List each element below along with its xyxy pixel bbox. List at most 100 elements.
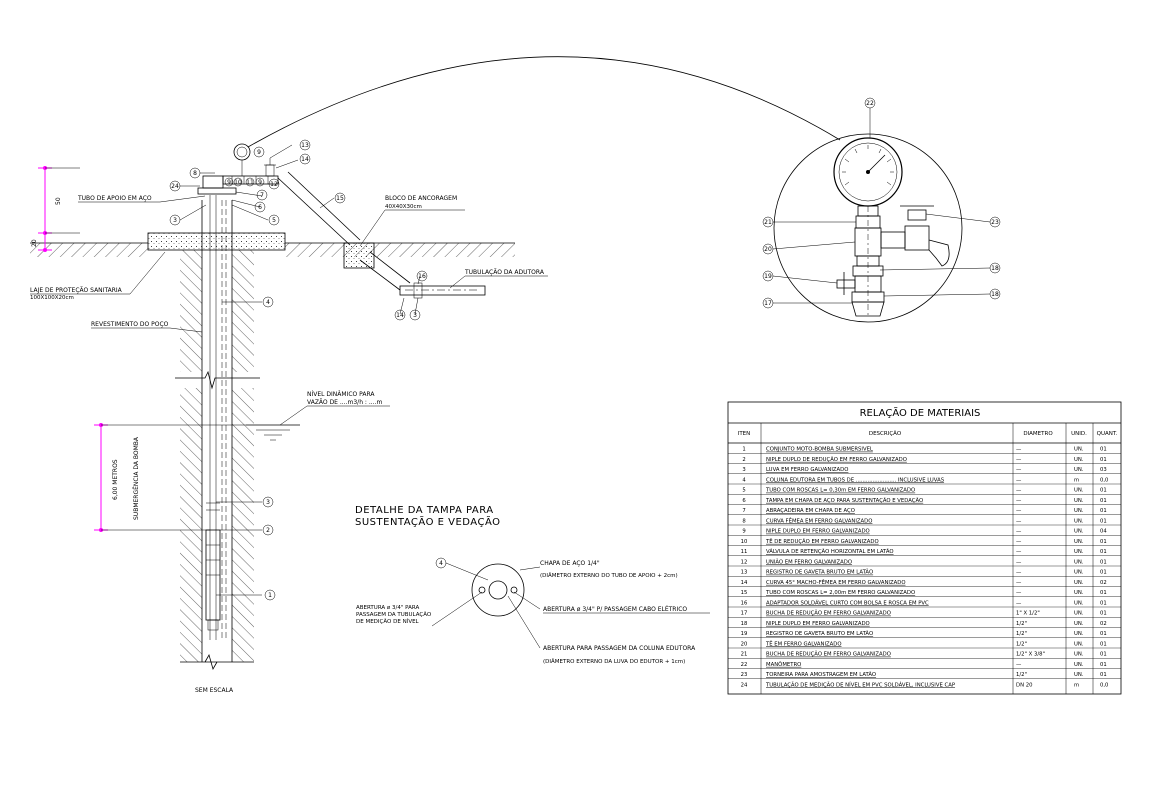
cell-quantity: 01 <box>1100 570 1107 576</box>
cell-diameter: — <box>1016 457 1022 463</box>
gauge-detail: 22 21 20 19 17 23 18 18 <box>762 97 1001 323</box>
table-title: RELAÇÃO DE MATERIAIS <box>860 406 981 419</box>
svg-text:3: 3 <box>266 499 270 506</box>
cell-unit: UN. <box>1074 570 1084 576</box>
label-adutora: TUBULAÇÃO DA ADUTORA <box>464 269 545 276</box>
cell-unit: UN. <box>1074 621 1084 627</box>
cell-description: NIPLE DUPLO EM FERRO GALVANIZADO <box>766 621 870 627</box>
detail-title-2: SUSTENTAÇÃO E VEDAÇÃO <box>355 515 500 528</box>
cell-diameter: — <box>1016 488 1022 494</box>
cell-unit: m <box>1074 477 1079 483</box>
well-section <box>30 56 841 671</box>
cell-diameter: — <box>1016 600 1022 606</box>
cell-unit: UN. <box>1074 467 1084 473</box>
svg-text:7: 7 <box>260 192 264 199</box>
cell-unit: UN. <box>1074 529 1084 535</box>
cell-unit: UN. <box>1074 498 1084 504</box>
label-sem-escala: SEM ESCALA <box>195 687 234 694</box>
svg-text:20: 20 <box>764 246 772 253</box>
cell-unit: UN. <box>1074 580 1084 586</box>
cell-item: 24 <box>741 682 748 688</box>
cell-item: 6 <box>742 498 746 504</box>
laje-slab <box>147 232 286 251</box>
cell-quantity: 03 <box>1100 467 1107 473</box>
cell-diameter: — <box>1016 467 1022 473</box>
cell-quantity: 01 <box>1100 559 1107 565</box>
svg-text:6: 6 <box>258 204 262 211</box>
cell-unit: UN. <box>1074 518 1084 524</box>
cell-diameter: — <box>1016 447 1022 453</box>
cell-description: NIPLE DUPLO DE REDUÇÃO EM FERRO GALVANIZ… <box>766 456 907 463</box>
cell-diameter: — <box>1016 518 1022 524</box>
svg-text:1: 1 <box>268 592 272 599</box>
cell-diameter: 1/2" <box>1016 641 1027 647</box>
svg-text:17: 17 <box>764 300 772 307</box>
svg-text:23: 23 <box>991 219 999 226</box>
materials-table: RELAÇÃO DE MATERIAIS ITEN DESCRIÇÃO DIAM… <box>727 401 1122 695</box>
svg-text:10: 10 <box>234 179 242 186</box>
cell-quantity: 01 <box>1100 457 1107 463</box>
cell-diameter: DN 20 <box>1016 682 1033 688</box>
label-tubo-apoio: TUBO DE APOIO EM AÇO <box>77 195 152 202</box>
cell-item: 4 <box>742 477 746 483</box>
cell-quantity: 01 <box>1100 641 1107 647</box>
cell-unit: UN. <box>1074 672 1084 678</box>
svg-text:40X40X30cm: 40X40X30cm <box>385 204 422 210</box>
cell-item: 2 <box>742 457 745 463</box>
cell-description: TÊ DE REDUÇÃO EM FERRO GALVANIZADO <box>765 537 879 545</box>
gauge-detail-circle <box>773 133 963 323</box>
cell-quantity: 04 <box>1100 529 1107 535</box>
cell-unit: UN. <box>1074 631 1084 637</box>
svg-text:ABERTURA ø 3/4" PARA: ABERTURA ø 3/4" PARA <box>356 605 419 611</box>
cell-description: TUBO COM ROSCAS L= 0,30m EM FERRO GALVAN… <box>765 488 915 494</box>
svg-text:5: 5 <box>272 217 276 224</box>
cell-description: COLUNA EDUTORA EM TUBOS DE .............… <box>766 477 945 483</box>
ground-hatch-right <box>285 243 515 257</box>
label-nivel: NÍVEL DINÂMICO PARA <box>307 391 375 398</box>
svg-text:14: 14 <box>396 312 404 319</box>
well-labels: TUBO DE APOIO EM AÇO BLOCO DE ANCORAGEM … <box>30 195 548 694</box>
detail-arc <box>247 56 841 148</box>
cell-description: CONJUNTO MOTO-BOMBA SUBMERSIVEL <box>766 447 873 453</box>
cell-unit: UN. <box>1074 641 1084 647</box>
col-header-diameter: DIAMETRO <box>1023 431 1053 437</box>
cell-unit: UN. <box>1074 600 1084 606</box>
cell-description: ABRAÇADEIRA EM CHAPA DE AÇO <box>766 508 855 514</box>
cell-diameter: — <box>1016 529 1022 535</box>
cell-quantity: 0,0 <box>1100 682 1109 688</box>
label-laje: LAJE DE PROTEÇÃO SANITARIA <box>30 287 123 294</box>
cell-unit: UN. <box>1074 488 1084 494</box>
cell-diameter: — <box>1016 498 1022 504</box>
cell-quantity: 02 <box>1100 580 1107 586</box>
svg-text:8: 8 <box>193 170 197 177</box>
cell-description: VÁLVULA DE RETENÇÃO HORIZONTAL EM LATÃO <box>766 548 894 555</box>
cell-diameter: 1/2" X 3/8" <box>1016 652 1045 658</box>
cell-description: ADAPTADOR SOLDÁVEL CURTO COM BOLSA E ROS… <box>766 599 929 606</box>
well-wall-left <box>180 250 202 662</box>
cell-quantity: 01 <box>1100 611 1107 617</box>
cell-diameter: — <box>1016 662 1022 668</box>
tampa-plate <box>471 563 525 617</box>
svg-text:16: 16 <box>418 273 426 280</box>
cell-diameter: 1/2" <box>1016 672 1027 678</box>
cell-diameter: — <box>1016 549 1022 555</box>
svg-text:(DIÂMETRO EXTERNO DA LUVA DO E: (DIÂMETRO EXTERNO DA LUVA DO EDUTOR + 1c… <box>543 658 685 665</box>
gauge-small <box>233 143 251 161</box>
cell-diameter: 1/2" <box>1016 631 1027 637</box>
label-submergencia: SUBMERGÊNCIA DA BOMBA <box>132 436 140 520</box>
svg-text:18: 18 <box>991 265 999 272</box>
cell-item: 18 <box>741 621 748 627</box>
cell-item: 5 <box>742 488 745 494</box>
cell-quantity: 01 <box>1100 672 1107 678</box>
svg-text:9: 9 <box>227 179 231 186</box>
svg-text:11: 11 <box>246 179 254 186</box>
top-plate <box>197 187 237 195</box>
cell-quantity: 0,0 <box>1100 477 1109 483</box>
well-wall-right <box>232 250 254 662</box>
cell-item: 14 <box>741 580 748 586</box>
cell-description: NIPLE DUPLO EM FERRO GALVANIZADO <box>766 529 870 535</box>
svg-text:9: 9 <box>258 179 262 186</box>
col-header-item: ITEN <box>738 431 751 437</box>
svg-text:3: 3 <box>173 217 177 224</box>
